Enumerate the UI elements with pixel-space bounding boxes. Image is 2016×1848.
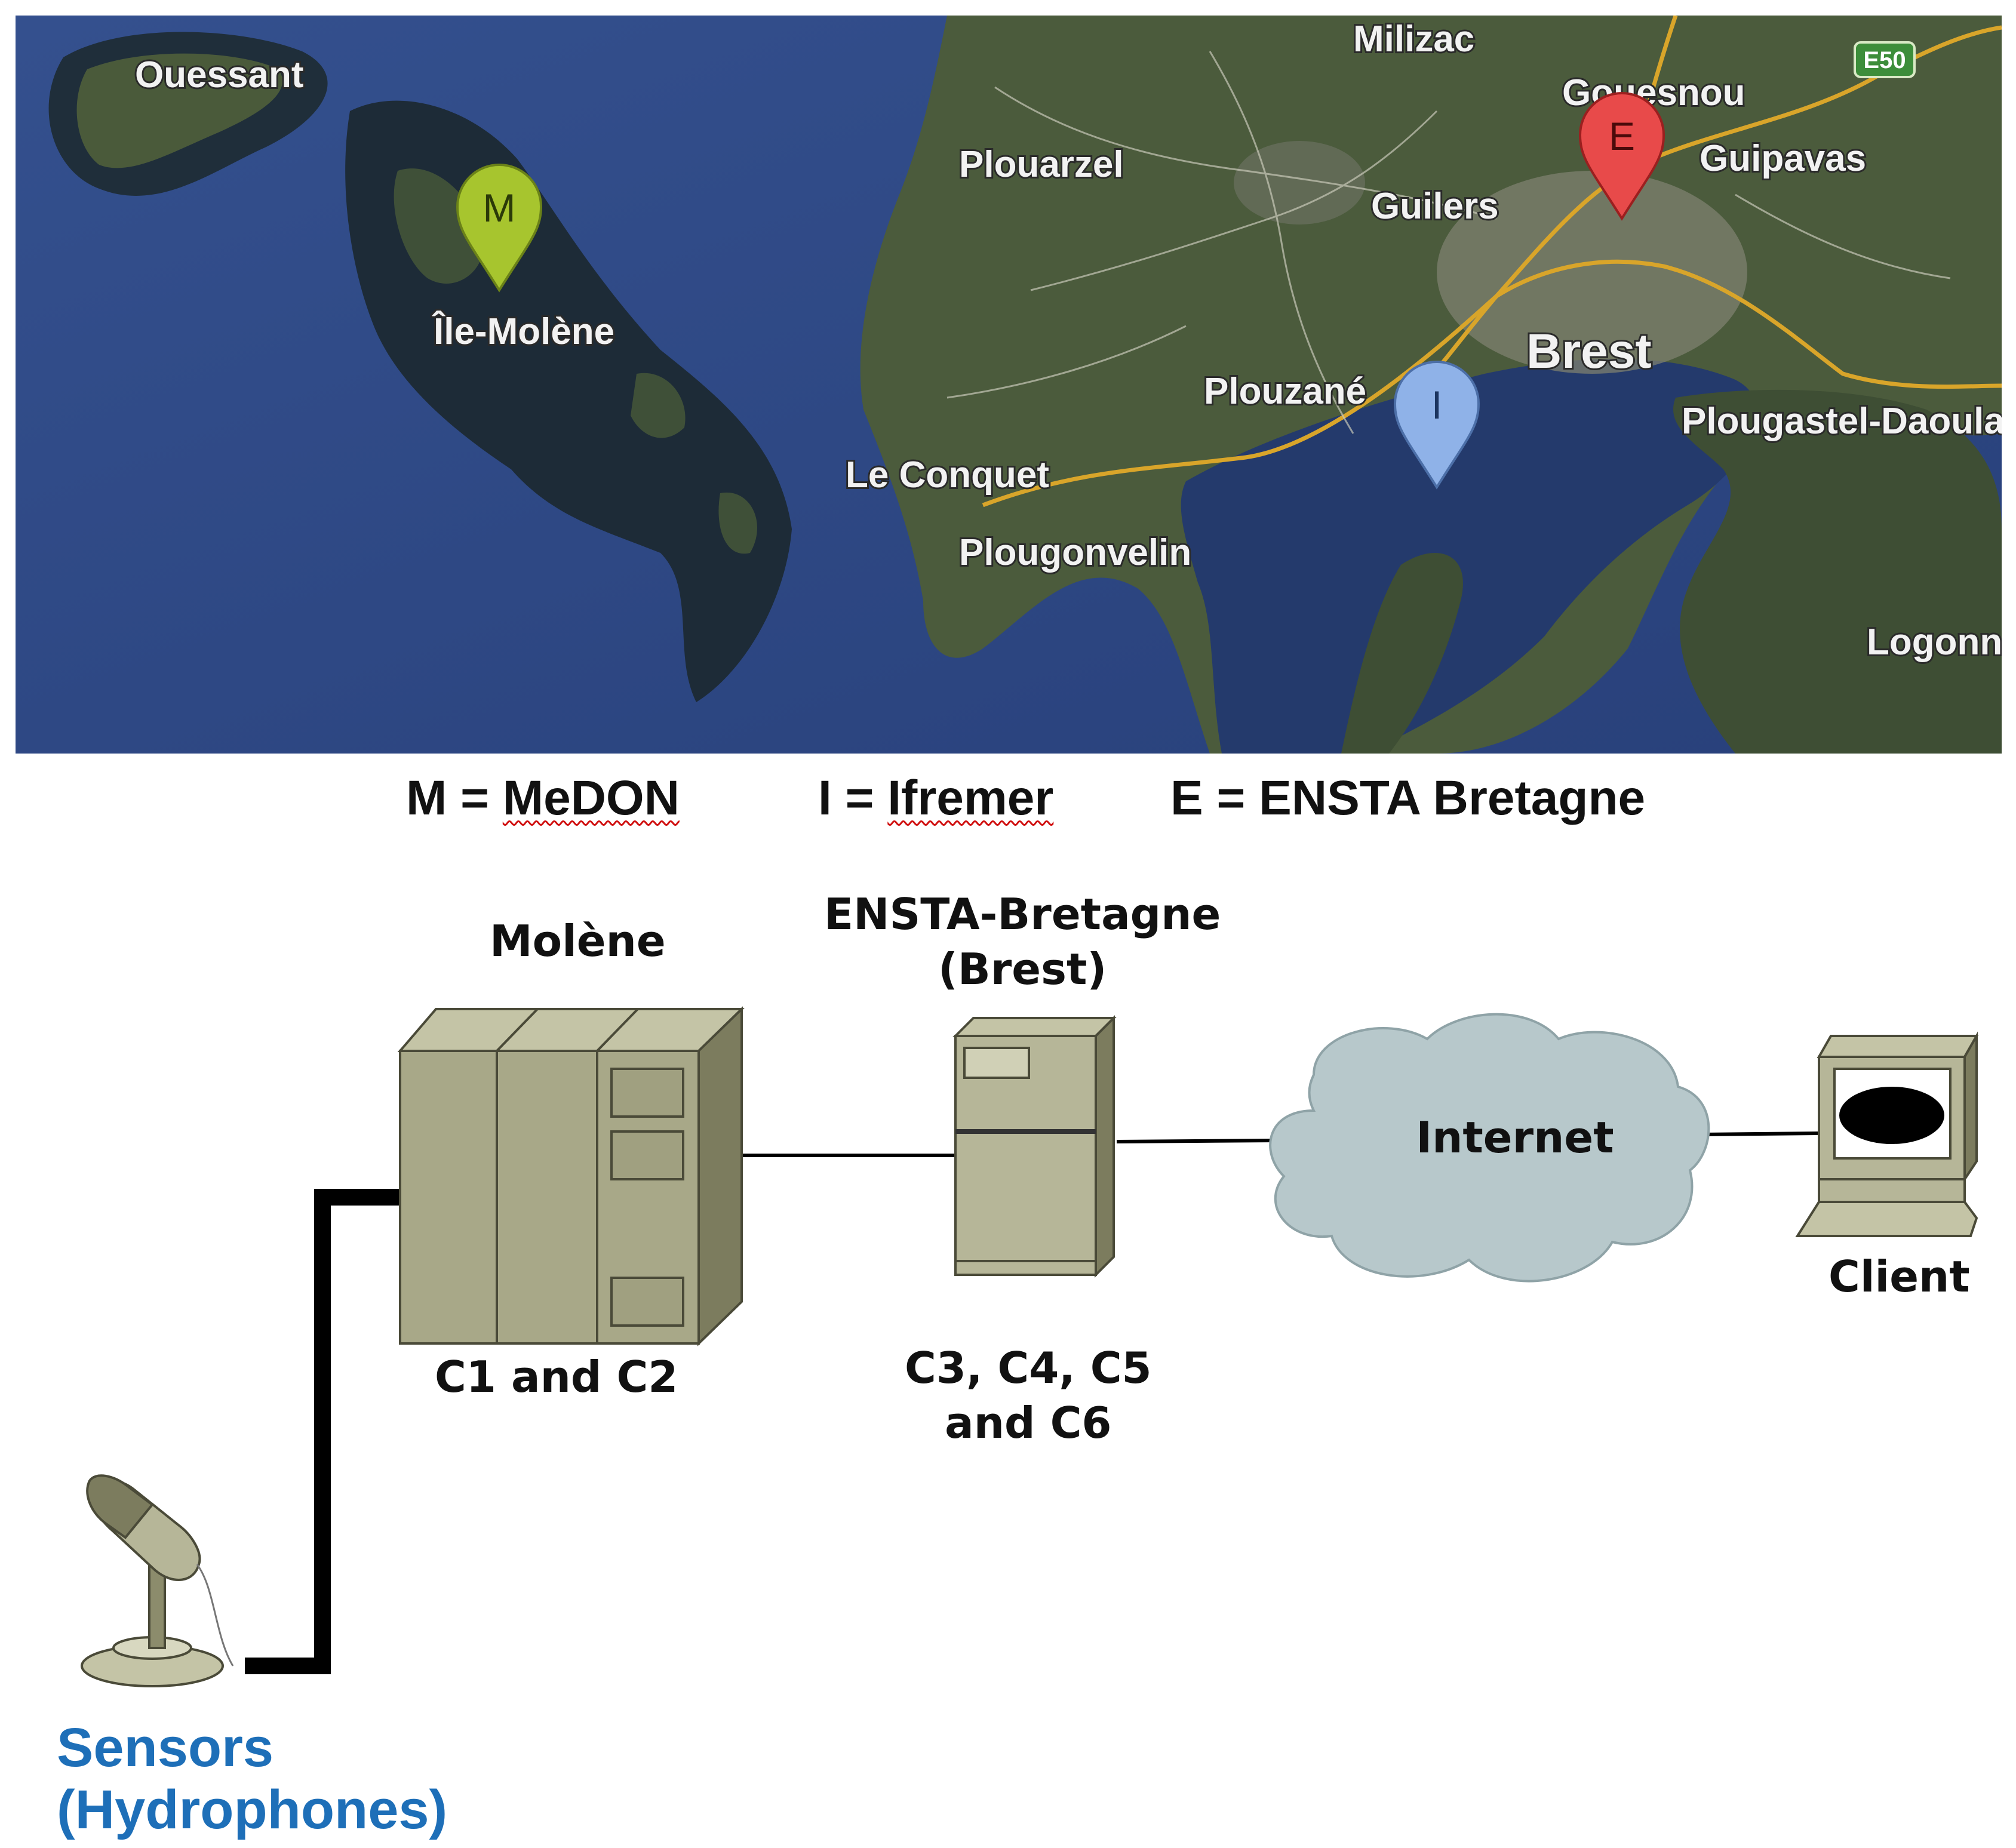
molene-caption: C1 and C2 <box>435 1352 678 1402</box>
place-label: Plouzané <box>1204 371 1366 412</box>
hydrophone-icon <box>81 1474 234 1687</box>
road-badge-e50: E50 <box>1854 41 1916 78</box>
ensta-caption: C3, C4, C5 and C6 <box>905 1343 1152 1448</box>
network-diagram: Internet Molène C1 and C2 ENSTA-Bretagne… <box>0 794 2016 1848</box>
place-label: Plouarzel <box>959 144 1124 185</box>
place-label: Logonna <box>1867 622 2002 663</box>
place-label: Plougastel-Daoula <box>1682 401 2002 442</box>
rack-server-molene <box>397 1006 745 1346</box>
sensors-label: Sensors (Hydrophones) <box>57 1717 448 1840</box>
place-label: Le Conquet <box>846 454 1049 496</box>
legend-ifremer: I = Ifremer <box>818 771 1054 825</box>
legend-key: M <box>406 771 447 825</box>
legend-ensta: E = ENSTA Bretagne <box>1170 771 1646 825</box>
svg-text:M: M <box>483 186 516 230</box>
link-ensta-internet <box>1116 1139 1279 1143</box>
svg-text:E50: E50 <box>1863 47 1906 73</box>
legend-value: ENSTA Bretagne <box>1259 771 1646 825</box>
peninsula-plougastel <box>1673 389 2002 754</box>
sensor-cable <box>245 1189 400 1674</box>
place-label: Ouessant <box>135 54 304 96</box>
legend-key: E <box>1170 771 1203 825</box>
client-label: Client <box>1828 1252 1970 1302</box>
tower-server-ensta <box>952 1015 1117 1278</box>
marker-i[interactable]: I <box>1393 361 1480 490</box>
ensta-title: ENSTA-Bretagne (Brest) <box>824 889 1221 994</box>
place-label: Plougonvelin <box>959 532 1191 573</box>
link-internet-client <box>1701 1131 1820 1136</box>
internet-cloud <box>1269 1013 1710 1283</box>
diagram-graphics: Internet <box>81 1006 1979 1687</box>
satellite-map: E50 Ouessant Milizac Gouesnou Guipavas P… <box>16 16 2002 754</box>
brest-urban-area <box>1437 171 1747 374</box>
place-label: Guilers <box>1371 186 1499 227</box>
legend-value: MeDON <box>502 771 680 825</box>
place-label: Brest <box>1526 324 1652 379</box>
rade-de-brest <box>1181 359 1758 754</box>
place-label: Milizac <box>1353 19 1474 60</box>
legend-key: I <box>818 771 832 825</box>
legend-medon: M = MeDON <box>406 771 680 825</box>
marker-m[interactable]: M <box>456 164 543 293</box>
place-label: Île-Molène <box>432 311 614 352</box>
legend-value: Ifremer <box>887 771 1054 825</box>
svg-text:E: E <box>1609 114 1635 158</box>
molene-title: Molène <box>490 916 666 966</box>
marker-e[interactable]: E <box>1578 92 1665 221</box>
svg-text:I: I <box>1431 383 1442 427</box>
place-label: Guipavas <box>1700 138 1866 179</box>
internet-label: Internet <box>1416 1112 1614 1163</box>
client-computer <box>1795 1031 1979 1237</box>
